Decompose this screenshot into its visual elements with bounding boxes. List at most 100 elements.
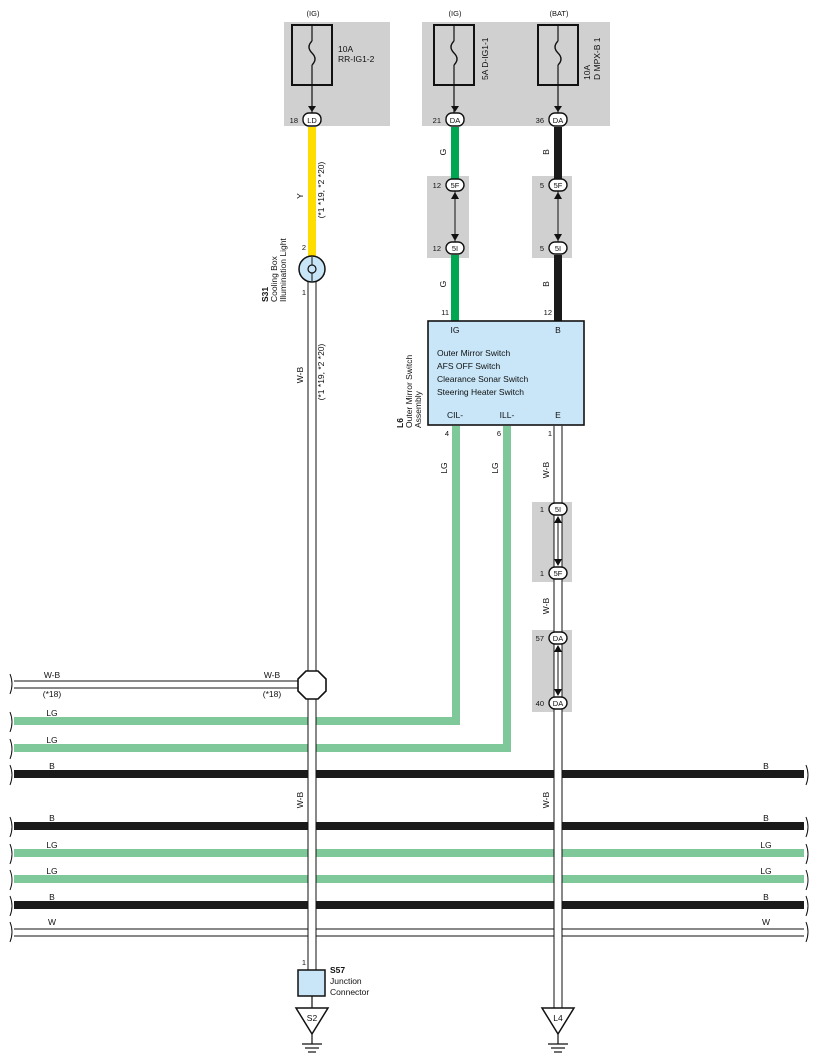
lamp-pin-top: 2 <box>302 243 306 252</box>
switch-pin-cil: 4 <box>445 429 449 438</box>
fuse-rr-ig1-2-name: RR-IG1-2 <box>338 54 375 64</box>
junction-name-1: Junction <box>330 976 362 986</box>
svg-text:5I: 5I <box>555 244 561 253</box>
bus-lg-cil <box>9 426 460 733</box>
lamp-s31 <box>298 255 326 283</box>
svg-text:1: 1 <box>540 569 544 578</box>
splice-point <box>297 670 327 700</box>
svg-text:5I: 5I <box>452 244 458 253</box>
fuse-source-ig-mid: (IG) <box>449 9 462 18</box>
svg-text:5I: 5I <box>555 505 561 514</box>
switch-terminal-cil: CIL- <box>447 410 463 420</box>
svg-text:5: 5 <box>540 244 544 253</box>
svg-text:DA: DA <box>553 634 563 643</box>
wire-label-wb-e2: W-B <box>541 597 551 614</box>
junction-name-2: Connector <box>330 987 369 997</box>
bus-label-w-left: W <box>48 917 56 927</box>
switch-function-3: Clearance Sonar Switch <box>437 374 528 384</box>
switch-terminal-b: B <box>555 325 561 335</box>
connector-5f-e: 5F 1 <box>540 559 568 580</box>
bus-label-w-right: W <box>762 917 770 927</box>
wire-wb-lamp <box>307 282 317 970</box>
switch-pin-ill: 6 <box>497 429 501 438</box>
bus-b-3 <box>9 895 809 917</box>
wire-label-wb-ground: W-B <box>295 791 305 808</box>
connector-5f-b: 5F 5 <box>540 178 568 199</box>
svg-text:1: 1 <box>540 505 544 514</box>
bus-label-lg4-right: LG <box>760 866 771 876</box>
wire-label-g-top: G <box>438 149 448 156</box>
connector-5i-e: 5I 1 <box>540 502 568 523</box>
bus-label-lg3-left: LG <box>46 840 57 850</box>
svg-text:57: 57 <box>536 634 544 643</box>
lamp-name-1: Cooling Box <box>269 255 279 302</box>
junction-code: S57 <box>330 965 345 975</box>
bus-lg-4 <box>9 869 809 891</box>
svg-text:LD: LD <box>307 116 317 125</box>
switch-function-2: AFS OFF Switch <box>437 361 501 371</box>
connector-da-36: DA 36 <box>536 106 568 127</box>
svg-text:5F: 5F <box>451 181 460 190</box>
fuse-d-mpx-b1-name: D MPX-B 1 <box>592 37 602 80</box>
bus-label-b1-left: B <box>49 761 55 771</box>
wire-label-y: Y <box>295 193 305 199</box>
wire-b-top <box>554 127 562 179</box>
svg-text:DA: DA <box>553 116 563 125</box>
connector-ld: LD 18 <box>290 106 322 127</box>
bus-label-lg2: LG <box>46 735 57 745</box>
fuse-source-ig-left: (IG) <box>307 9 320 18</box>
wire-b-bottom <box>554 255 562 321</box>
bus-label-b2-left: B <box>49 813 55 823</box>
bus-label-lg4-left: LG <box>46 866 57 876</box>
bus-wb-18 <box>9 673 300 695</box>
svg-text:DA: DA <box>450 116 460 125</box>
wire-label-lg-ill: LG <box>490 462 500 473</box>
wire-label-g-bottom: G <box>438 281 448 288</box>
fuse-source-bat: (BAT) <box>549 9 569 18</box>
switch-pin-ig: 11 <box>441 308 449 317</box>
switch-code: L6 <box>395 418 405 428</box>
svg-text:12: 12 <box>433 244 441 253</box>
wire-label-b-bottom: B <box>541 281 551 287</box>
svg-text:5F: 5F <box>554 181 563 190</box>
wire-label-wb-lamp: W-B <box>295 366 305 383</box>
svg-text:21: 21 <box>433 116 441 125</box>
svg-text:36: 36 <box>536 116 544 125</box>
wire-g-top <box>451 127 459 179</box>
switch-l6-body <box>427 320 585 426</box>
ground-s2 <box>294 1007 330 1053</box>
wire-label-wb-e1: W-B <box>541 461 551 478</box>
bus-label-b1-right: B <box>763 761 769 771</box>
wire-label-wb-lamp-note: (*1 *19, *2 *20) <box>316 343 326 400</box>
svg-text:18: 18 <box>290 116 298 125</box>
wire-label-wb-e3: W-B <box>541 791 551 808</box>
bus-w <box>9 921 809 943</box>
wire-g-bottom <box>451 255 459 321</box>
junction-s57 <box>297 969 326 997</box>
bus-lg-ill <box>9 426 511 760</box>
connector-da-57: DA 57 <box>536 631 568 652</box>
bus-label-lg3-right: LG <box>760 840 771 850</box>
lamp-code: S31 <box>260 287 270 302</box>
fuse-rr-ig1-2-amp: 10A <box>338 44 353 54</box>
bus-label-lg1: LG <box>46 708 57 718</box>
connector-5i-g: 5I 12 <box>433 234 465 255</box>
lamp-name-2: Illumination Light <box>278 238 288 302</box>
ground-l4-label: L4 <box>553 1013 563 1023</box>
fuse-d-mpx-b1-amp: 10A <box>582 65 592 80</box>
switch-terminal-ig: IG <box>451 325 460 335</box>
svg-text:DA: DA <box>553 699 563 708</box>
wire-label-y-note: (*1 *19, *2 *20) <box>316 161 326 218</box>
svg-text:40: 40 <box>536 699 544 708</box>
bus-lg-3 <box>9 843 809 865</box>
switch-name-2: Assembly <box>413 390 423 428</box>
fuse-box-rr-ig1-2 <box>284 22 390 126</box>
ground-s2-label: S2 <box>307 1013 318 1023</box>
fuse-d-ig1-1-label: 5A D-IG1-1 <box>480 37 490 80</box>
switch-terminal-e: E <box>555 410 561 420</box>
svg-text:12: 12 <box>433 181 441 190</box>
switch-pin-b: 12 <box>544 308 552 317</box>
wire-y <box>308 127 316 257</box>
switch-function-4: Steering Heater Switch <box>437 387 524 397</box>
